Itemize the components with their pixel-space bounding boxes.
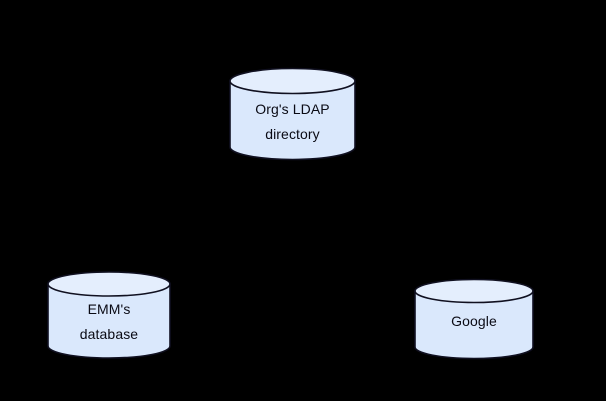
node-emm-database[interactable]: EMM's database — [47, 271, 171, 359]
database-cylinder-icon — [47, 271, 171, 359]
node-org-ldap-directory[interactable]: Org's LDAP directory — [229, 67, 356, 161]
database-cylinder-icon — [229, 67, 356, 161]
node-google[interactable]: Google — [414, 278, 534, 360]
database-cylinder-icon — [414, 278, 534, 360]
